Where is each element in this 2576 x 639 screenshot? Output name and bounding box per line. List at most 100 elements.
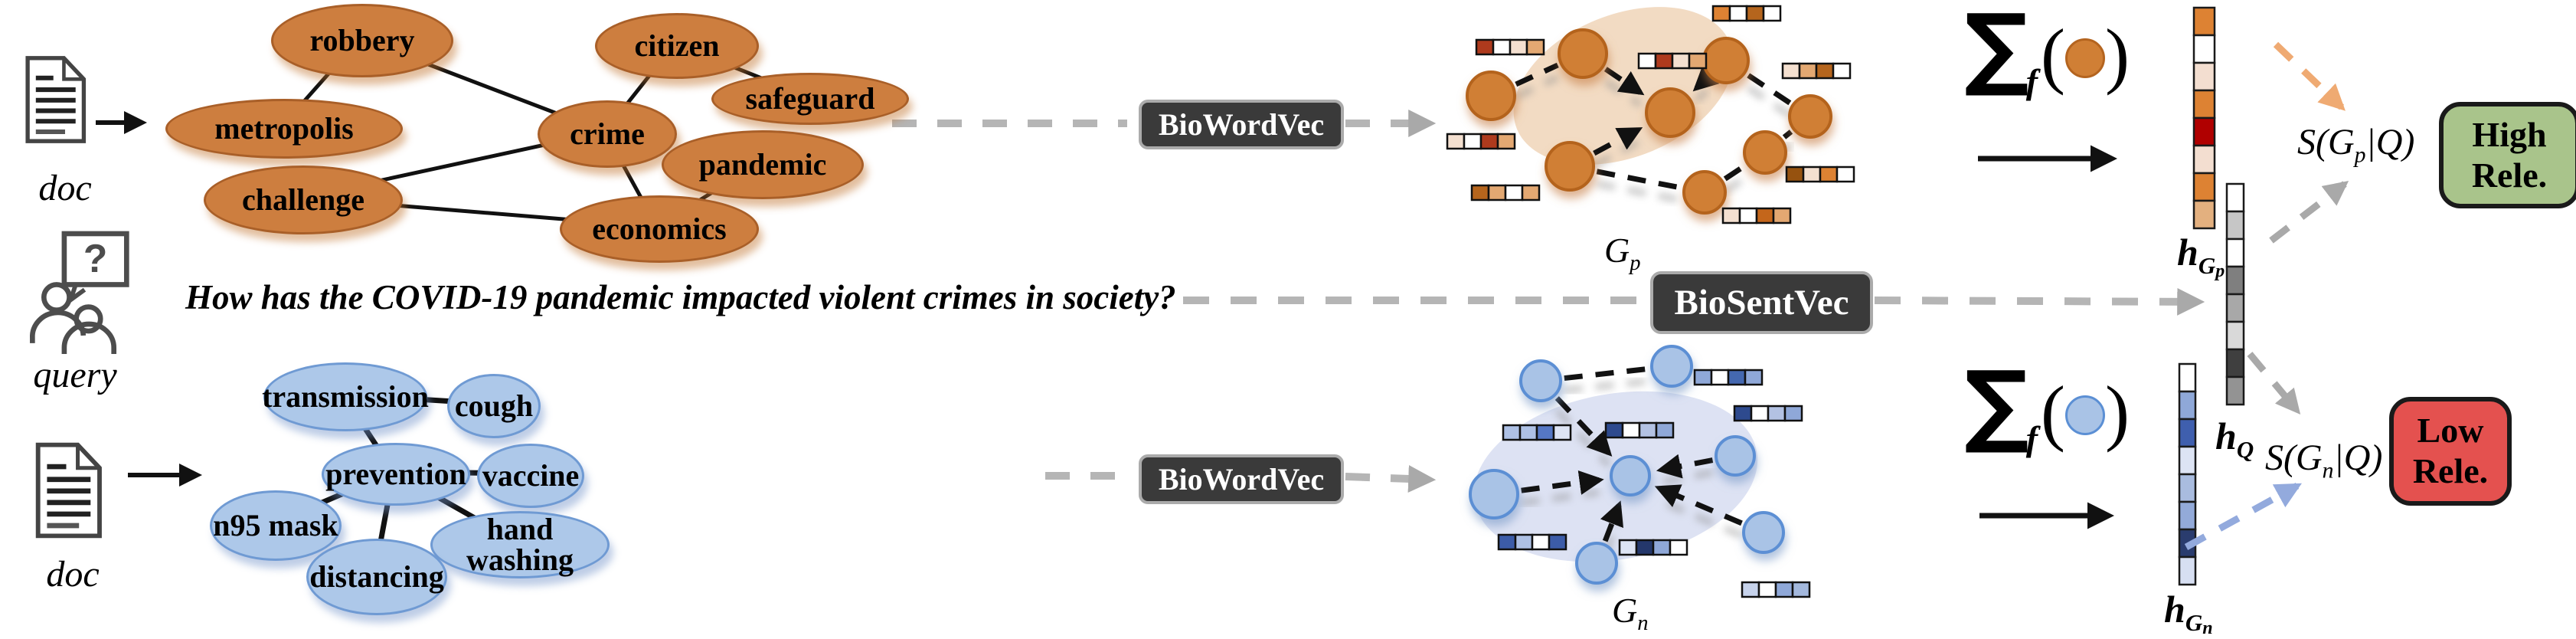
query-text: How has the COVID-19 pandemic impacted v… <box>185 278 1176 316</box>
embedding-cell <box>1728 5 1748 22</box>
embedding-cell <box>1638 421 1658 439</box>
biowordvec-bottom-out-arrow <box>1345 464 1437 493</box>
doc-top-icon <box>23 43 87 156</box>
embed-edge <box>1654 484 1743 526</box>
embed-edge <box>1593 127 1643 156</box>
gp-label: Gp <box>1604 231 1641 275</box>
h-gp-label: hGp <box>2177 231 2225 281</box>
embed-node <box>1610 455 1651 496</box>
doc-bottom-icon <box>33 433 103 548</box>
embedding-cell <box>1785 165 1805 183</box>
embedding-cell <box>1783 405 1803 422</box>
embedding-cell <box>1744 369 1764 386</box>
concept-edge <box>393 469 529 477</box>
gp-shade <box>1513 7 1734 165</box>
vector-cell <box>2192 116 2216 147</box>
vector-cell <box>2192 6 2216 37</box>
embedding-cell <box>1475 38 1495 56</box>
embedding-cell <box>1635 539 1655 556</box>
embed-edge <box>1723 163 1747 182</box>
sum-bottom-node-dot <box>2065 395 2105 435</box>
hq-to-score-bottom-arrow <box>2247 352 2301 415</box>
embedding-cell <box>1479 133 1499 150</box>
score-positive-label: S(Gp|Q) <box>2297 122 2415 168</box>
embedding-cell <box>1802 165 1822 183</box>
embedding-cell <box>1669 539 1688 556</box>
embedding-cell <box>1548 533 1568 551</box>
embedding-cell <box>1552 424 1572 441</box>
embedding-cell <box>1688 52 1708 70</box>
low-relevance-badge: Low Rele. <box>2389 397 2512 506</box>
embedding-cell <box>1492 38 1512 56</box>
embed-edge <box>1554 396 1613 457</box>
vector-cell <box>2225 375 2245 406</box>
vector-cell <box>2225 210 2245 241</box>
negative-concept-edges <box>272 392 529 575</box>
embed-edge <box>1782 129 1793 139</box>
sigma-top: ∑ <box>1964 0 2029 100</box>
embed-node <box>1466 70 1516 121</box>
h-gn-label: hGn <box>2164 588 2213 638</box>
concept-edge <box>371 471 397 575</box>
embedding-cell <box>1733 405 1753 422</box>
sum-bottom: ∑ f ( ) <box>1964 351 2130 458</box>
embedding-cell <box>1819 165 1839 183</box>
embedding-cell <box>1509 38 1528 56</box>
embed-node <box>1558 28 1608 79</box>
embedding-cell <box>1762 5 1782 22</box>
score-negative-label: S(Gn|Q) <box>2265 437 2383 483</box>
embed-edge <box>1521 470 1604 495</box>
embed-edge <box>1656 454 1714 479</box>
concept-edge <box>341 393 396 474</box>
embedding-cell <box>1446 133 1466 150</box>
biowordvec-bottom-box: BioWordVec <box>1139 454 1344 504</box>
doc-bottom-label: doc <box>46 554 100 595</box>
embedding-cell <box>1518 424 1538 441</box>
embedding-cell <box>1618 539 1638 556</box>
embedding-cell <box>1798 62 1818 80</box>
biowordvec-top-box: BioWordVec <box>1139 100 1344 149</box>
embed-edge <box>1564 365 1649 382</box>
vector-cell <box>2178 445 2197 476</box>
embedding-cell <box>1531 533 1551 551</box>
embed-node <box>1519 359 1562 402</box>
hgn-to-score-arrow <box>2184 483 2302 550</box>
question-mark: ? <box>83 236 107 280</box>
vector-cell <box>2192 61 2216 92</box>
embed-node <box>1743 130 1787 175</box>
embedding-cell <box>1836 165 1855 183</box>
concept-edge <box>300 195 658 229</box>
embed-edge <box>1603 67 1645 96</box>
vector-cell <box>2192 199 2216 230</box>
vector-cell <box>2192 172 2216 202</box>
embedding-cell <box>1502 424 1522 441</box>
biowordvec-top-label: BioWordVec <box>1158 107 1325 142</box>
embedding-cell <box>1781 62 1801 80</box>
embed-node <box>1575 542 1618 585</box>
embedding-cell <box>1757 581 1777 598</box>
concept-edge <box>300 129 606 200</box>
biosentvec-out-arrow <box>1874 287 2205 316</box>
positive-concept-edges <box>280 36 809 229</box>
biosentvec-box: BioSentVec <box>1650 271 1873 334</box>
embed-edge <box>1746 72 1792 106</box>
sigma-bottom-sub: f <box>2025 419 2038 458</box>
vector-cell <box>2192 34 2216 64</box>
vector-cell <box>2225 320 2245 351</box>
embed-node <box>1545 141 1595 192</box>
hgp-to-score-arrow <box>2273 41 2346 111</box>
vector-cell <box>2225 238 2245 268</box>
embedding-cell <box>1745 5 1765 22</box>
embedding-cell <box>1767 405 1787 422</box>
embedding-cell <box>1525 38 1545 56</box>
embedding-cell <box>1652 539 1672 556</box>
concept-edge <box>603 130 659 228</box>
embedding-cell <box>1711 5 1731 22</box>
embed-node <box>1742 511 1785 554</box>
embedded-graph-positive <box>1446 5 1855 224</box>
embedding-cell <box>1637 52 1657 70</box>
embedding-cell <box>1772 207 1792 224</box>
vector-cell <box>2178 362 2197 393</box>
